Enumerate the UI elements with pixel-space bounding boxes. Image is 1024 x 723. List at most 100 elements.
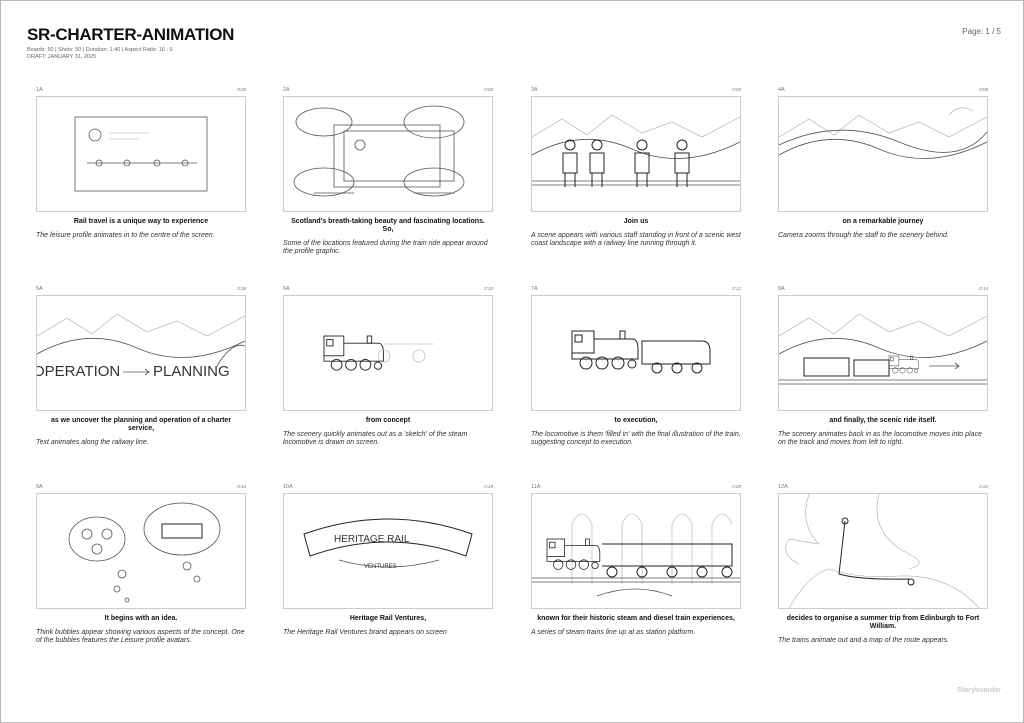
board-action: The locomotive is them 'filled in' with … (531, 431, 741, 446)
board-header: 6A 0:10 (283, 286, 493, 295)
board-12a: 12A 0:22 decides to organise a summer tri… (778, 484, 988, 645)
board-sketch[interactable] (778, 96, 988, 212)
board-dialogue: It begins with an idea. (104, 615, 178, 622)
board-number: 9A (36, 484, 43, 490)
sketch-drawing (68, 502, 221, 603)
board-action: Some of the locations featured during th… (283, 240, 488, 255)
board-dialogue: decides to organise a summer trip from E… (786, 615, 980, 630)
board-number: 3A (531, 87, 538, 93)
operation-text: OPERATION (37, 363, 120, 380)
board-time: 0:12 (732, 286, 741, 291)
board-dialogue: known for their historic steam and diese… (537, 615, 735, 622)
board-number: 2A (283, 87, 290, 93)
board-5a: 5A 0:08 OPERATION PLANNING as we uncover t… (36, 286, 246, 447)
board-number: 7A (531, 286, 538, 292)
board-header: 5A 0:08 (36, 286, 246, 295)
board-10a: 10A 0:18 HERITAGE RAIL VENTURES Heritage R… (283, 484, 493, 637)
board-time: 0:20 (732, 484, 741, 489)
board-action: A scene appears with various staff stand… (531, 232, 741, 247)
board-action: Camera zooms through the staff to the sc… (778, 232, 949, 239)
sketch-drawing (532, 513, 740, 597)
board-8a: 8A 0:14 and finally, the scenic ride itse… (778, 286, 988, 447)
board-header: 3A 0:04 (531, 87, 741, 96)
board-action: The trains animate out and a map of the … (778, 637, 950, 644)
board-number: 1A (36, 87, 43, 93)
board-action: Think bubbles appear showing various asp… (36, 629, 245, 644)
board-number: 5A (36, 286, 43, 292)
board-2a: 2A 0:02 Scotland's breath-taking beauty a… (283, 87, 493, 256)
board-sketch[interactable]: OPERATION PLANNING (36, 295, 246, 411)
project-meta: Boards: 50 | Shots: 50 | Duration: 1:40 … (27, 47, 173, 61)
board-action: The scenery animates back in as the loco… (778, 431, 982, 446)
sketch-drawing (571, 330, 711, 374)
board-time: 0:10 (484, 286, 493, 291)
sketch-drawing (74, 116, 208, 192)
sketch-drawing (779, 107, 987, 159)
sketch-drawing (532, 114, 740, 187)
board-dialogue: Rail travel is a unique way to experienc… (73, 218, 209, 225)
storyboarder-logo: Storyboarder (957, 687, 1001, 694)
board-number: 10A (283, 484, 293, 490)
board-6a: 6A 0:10 from concept The scenery quickly … (283, 286, 493, 447)
board-number: 8A (778, 286, 785, 292)
board-3a: 3A 0:04 Join us A scene appears with vari… (531, 87, 741, 248)
board-sketch[interactable]: HERITAGE RAIL VENTURES (283, 493, 493, 609)
board-action: A series of steam trains line up at as s… (531, 629, 696, 636)
board-action: Text animates along the railway line. (36, 439, 149, 446)
board-sketch[interactable] (283, 295, 493, 411)
page-number: Page: 1 / 5 (962, 27, 1001, 36)
sketch-drawing: OPERATION PLANNING (37, 313, 245, 380)
board-time: 0:18 (484, 484, 493, 489)
heritage-rail-text: HERITAGE RAIL (334, 534, 410, 545)
sketch-drawing (779, 313, 987, 385)
board-sketch[interactable] (531, 295, 741, 411)
sketch-drawing (323, 335, 434, 371)
board-time: 0:00 (237, 87, 246, 92)
board-header: 7A 0:12 (531, 286, 741, 295)
board-header: 4A 0:06 (778, 87, 988, 96)
sketch-drawing (293, 105, 465, 197)
board-header: 11A 0:20 (531, 484, 741, 493)
board-sketch[interactable] (778, 295, 988, 411)
board-time: 0:22 (979, 484, 988, 489)
meta-line: Boards: 50 | Shots: 50 | Duration: 1:40 … (27, 47, 173, 53)
board-action: The scenery quickly animates out as a 's… (283, 431, 468, 446)
board-dialogue: Join us (623, 218, 649, 225)
board-time: 0:04 (732, 87, 741, 92)
board-number: 12A (778, 484, 788, 490)
planning-text: PLANNING (153, 363, 230, 380)
board-sketch[interactable] (778, 493, 988, 609)
board-time: 0:08 (237, 286, 246, 291)
board-dialogue: as we uncover the planning and operation… (50, 417, 232, 432)
board-dialogue: Heritage Rail Ventures, (349, 615, 427, 622)
board-dialogue: from concept (365, 417, 411, 424)
board-number: 4A (778, 87, 785, 93)
board-sketch[interactable] (283, 96, 493, 212)
board-dialogue: and finally, the scenic ride itself. (829, 417, 937, 424)
board-header: 2A 0:02 (283, 87, 493, 96)
ventures-text: VENTURES (364, 564, 397, 570)
board-1a: 1A 0:00 Rail travel is a unique way to ex… (36, 87, 246, 240)
board-number: 6A (283, 286, 290, 292)
board-sketch[interactable] (531, 96, 741, 212)
board-sketch[interactable] (36, 96, 246, 212)
board-sketch[interactable] (36, 493, 246, 609)
board-sketch[interactable] (531, 493, 741, 609)
board-dialogue: to execution, (614, 417, 658, 424)
sketch-drawing (785, 494, 980, 608)
board-header: 10A 0:18 (283, 484, 493, 493)
board-time: 0:16 (237, 484, 246, 489)
draft-date: DRAFT: JANUARY 31, 2025 (27, 54, 97, 60)
board-7a: 7A 0:12 to execution, The locomotive is t… (531, 286, 741, 447)
board-time: 0:02 (484, 87, 493, 92)
board-action: The Heritage Rail Ventures brand appears… (283, 629, 447, 636)
board-time: 0:14 (979, 286, 988, 291)
board-dialogue: on a remarkable journey (842, 218, 924, 225)
board-dialogue: Scotland's breath-taking beauty and fasc… (291, 218, 485, 233)
board-header: 9A 0:16 (36, 484, 246, 493)
board-header: 8A 0:14 (778, 286, 988, 295)
board-number: 11A (531, 484, 541, 490)
page-title: SR-CHARTER-ANIMATION (27, 25, 235, 44)
board-time: 0:06 (979, 87, 988, 92)
